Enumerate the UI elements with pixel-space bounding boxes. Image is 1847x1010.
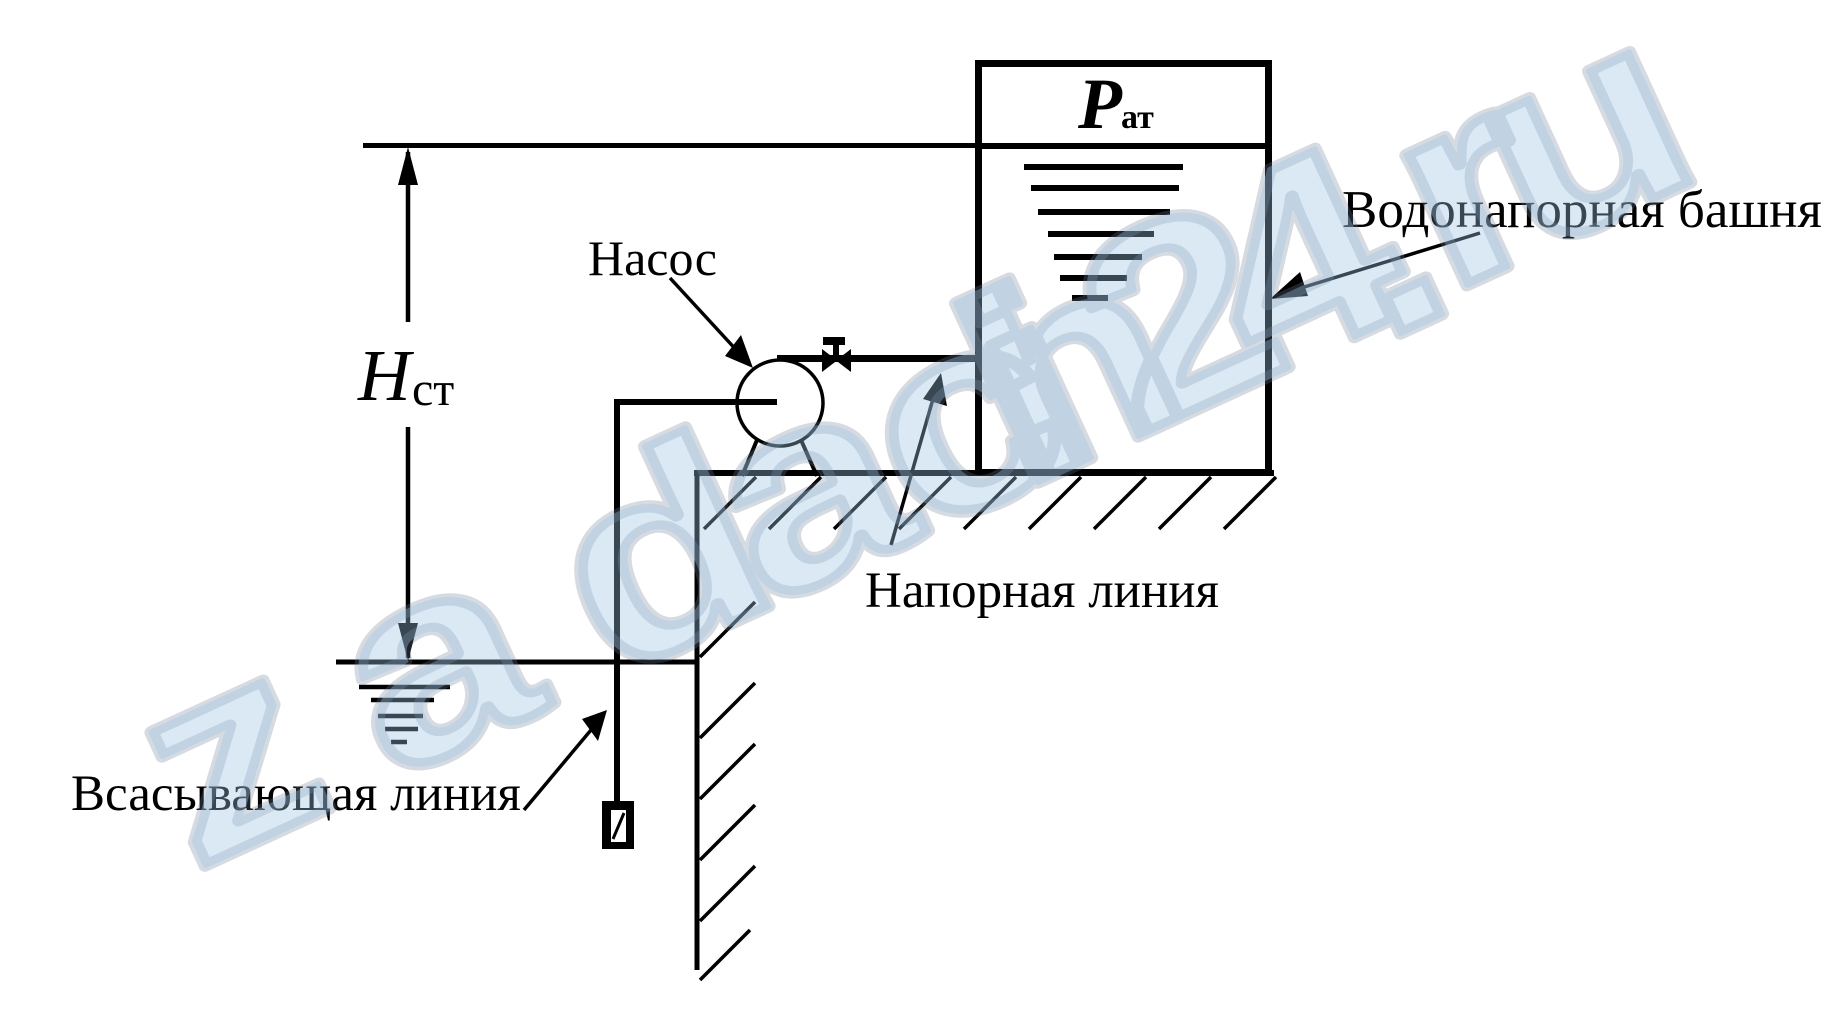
svg-text:Водонапорная башня: Водонапорная башня [1342,181,1822,239]
svg-text:Насос: Насос [588,230,717,286]
svg-text:Напорная линия: Напорная линия [865,563,1219,619]
svg-text:P: P [1077,64,1123,144]
svg-text:ат: ат [1121,99,1154,136]
svg-text:ст: ст [412,363,454,416]
svg-text:Всасывающая линия: Всасывающая линия [71,766,521,822]
svg-text:H: H [357,335,414,416]
